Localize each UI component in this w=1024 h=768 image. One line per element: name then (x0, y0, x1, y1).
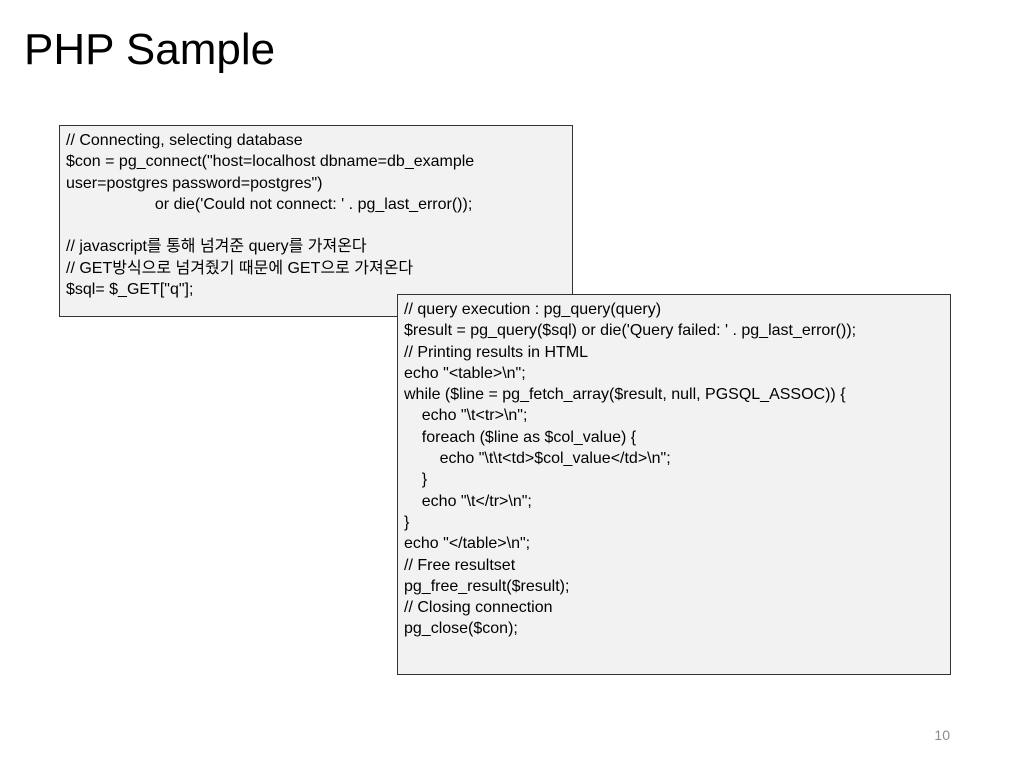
code-line: echo "</table>\n"; (404, 535, 531, 553)
code-line: $result = pg_query($sql) or die('Query f… (404, 322, 857, 340)
code-line: echo "\t</tr>\n"; (404, 492, 532, 510)
code-line: } (404, 471, 428, 489)
code-line: echo "<table>\n"; (404, 364, 526, 382)
code-line: pg_free_result($result); (404, 577, 570, 595)
code-line: // Connecting, selecting database (66, 132, 303, 149)
code-line: $sql= $_GET["q"]; (66, 281, 194, 299)
code-line: or die('Could not connect: ' . pg_last_e… (66, 195, 473, 213)
code-line: // Printing results in HTML (404, 343, 589, 361)
code-line: $con = pg_connect("host=localhost dbname… (66, 153, 475, 171)
code-line: pg_close($con); (404, 620, 518, 638)
code-line: // query execution : pg_query(query) (404, 301, 662, 318)
code-line: echo "\t<tr>\n"; (404, 407, 528, 425)
slide-title: PHP Sample (24, 25, 276, 74)
code-line (66, 215, 566, 236)
code-line: } (404, 513, 410, 531)
code-line: // javascript를 통해 넘겨준 query를 가져온다 (66, 238, 367, 256)
code-line: while ($line = pg_fetch_array($result, n… (404, 386, 846, 404)
code-block-connection: // Connecting, selecting database $con =… (59, 125, 573, 317)
code-line: foreach ($line as $col_value) { (404, 428, 637, 446)
code-block-query-execution: // query execution : pg_query(query) $re… (397, 294, 951, 675)
code-line: // Free resultset (404, 556, 516, 574)
code-line: echo "\t\t<td>$col_value</td>\n"; (404, 450, 671, 468)
code-line: user=postgres password=postgres") (66, 174, 323, 192)
code-line: // Closing connection (404, 599, 553, 617)
page-number: 10 (934, 727, 950, 743)
code-line: // GET방식으로 넘겨줬기 때문에 GET으로 가져온다 (66, 259, 414, 277)
